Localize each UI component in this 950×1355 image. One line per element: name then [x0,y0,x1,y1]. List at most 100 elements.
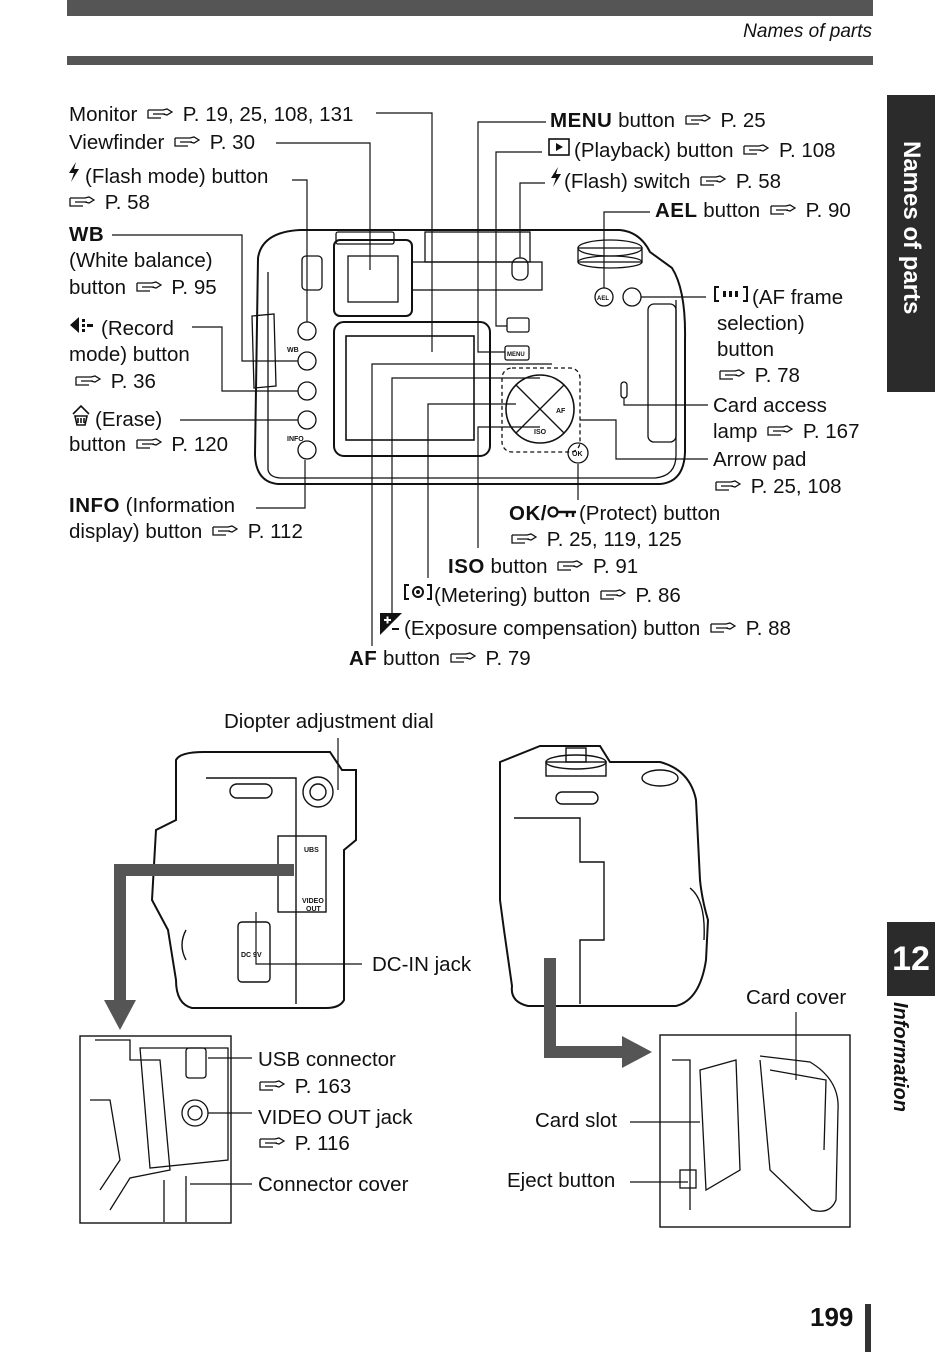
callout-ok-protect: OK/(Protect) button [509,501,720,528]
reference-icon [174,135,201,148]
af-abbr: AF [349,647,378,670]
video-out-pages: P. 116 [294,1132,350,1155]
arrow-pad-label: Arrow pad [713,448,807,471]
reference-icon [600,588,626,601]
af-frame-line2: selection) [717,312,805,335]
callout-menu: MENU button P. 25 [550,108,766,134]
callout-erase: (Erase) [69,404,162,435]
monitor-label: Monitor [69,103,138,126]
callout-usb-pages: P. 163 [255,1074,351,1100]
exposure-pages: P. 88 [745,616,791,640]
page-number: 199 [810,1302,854,1332]
metering-pages: P. 86 [635,584,681,607]
usb-pages: P. 163 [294,1075,352,1098]
callout-metering: (Metering) button P. 86 [404,583,681,610]
callout-record-pages: P. 36 [71,369,156,395]
svg-text:ISO: ISO [534,429,547,436]
header-rule [67,56,873,65]
wb-button-word: button [69,276,126,299]
reference-icon [767,424,794,437]
callout-info: INFO (Information [69,493,235,519]
flash-icon [67,162,81,189]
cam-wb-mark: WB [287,347,299,354]
wb-abbr: WB [69,223,105,246]
reference-icon [75,374,101,387]
viewfinder-label: Viewfinder [69,131,165,154]
callout-viewfinder: Viewfinder P. 30 [69,130,255,156]
ael-pages: P. 90 [805,199,851,222]
reference-icon [69,195,95,208]
monitor-pages: P. 19, 25, 108, 131 [182,103,354,126]
reference-icon [259,1079,285,1092]
ael-label: button [703,199,761,222]
af-label: button [383,647,441,670]
svg-text:UBS: UBS [304,847,319,854]
exposure-comp-icon [380,613,402,642]
ael-abbr: AEL [655,199,698,222]
menu-pages: P. 25 [720,109,766,132]
reference-icon [743,143,770,156]
callout-info-pages: display) button P. 112 [69,519,303,545]
playback-pages: P. 108 [778,139,836,162]
svg-text:MENU: MENU [507,352,525,358]
header-section-title: Names of parts [743,21,872,42]
callout-af: AF button P. 79 [349,646,531,672]
ok-protect-pages: P. 25, 119, 125 [546,528,682,551]
menu-label: button [618,109,676,132]
playback-label: (Playback) button [574,139,734,162]
flash-switch-label: (Flash) switch [564,170,691,193]
chapter-number: 12 [892,940,930,978]
viewfinder-pages: P. 30 [209,131,255,154]
cam-info-mark: INFO [287,436,304,443]
svg-text:AEL: AEL [597,296,609,302]
af-frame-label: (AF frame [752,286,844,309]
reference-icon [259,1136,285,1149]
svg-text:OUT: OUT [306,906,322,913]
callout-playback: (Playback) button P. 108 [548,137,836,165]
callout-flash-switch: (Flash) switch P. 58 [549,167,782,196]
callout-monitor: Monitor P. 19, 25, 108, 131 [69,102,353,128]
record-mode-pages: P. 36 [110,370,156,393]
af-frame-icon [714,284,748,310]
af-frame-pages: P. 78 [754,364,800,387]
info-line2: display) button [69,520,203,543]
reference-icon [700,174,727,187]
card-lamp-line1: Card access [713,394,827,417]
flash-icon [549,167,563,194]
dc-in-label: DC-IN jack [372,953,472,976]
callout-erase-pages: button P. 120 [69,432,228,458]
reference-icon [511,532,537,545]
svg-text:AF: AF [556,408,566,415]
erase-button-word: button [69,433,126,456]
callout-arrow-pad-pages: P. 25, 108 [711,474,842,500]
callout-card-lamp: lamp P. 167 [713,419,859,445]
reference-icon [710,621,736,634]
protect-key-icon [547,500,577,526]
callout-iso: ISO button P. 91 [448,554,638,580]
header-top-bar [67,0,873,16]
metering-label: (Metering) button [434,584,591,607]
iso-abbr: ISO [448,555,485,578]
info-abbr: INFO [69,494,120,517]
wb-pages: P. 95 [171,276,217,299]
card-lamp-line2: lamp [713,420,758,443]
exposure-label: (Exposure compensation) button [404,616,701,640]
metering-icon [404,582,432,608]
callout-video-pages: P. 116 [255,1131,350,1157]
chapter-title-text: Names of parts [898,141,925,315]
flash-switch-pages: P. 58 [735,170,782,193]
callout-record-mode: (Record [69,316,174,343]
card-cover-label: Card cover [746,986,847,1009]
callout-wb-pages: button P. 95 [69,275,217,301]
wb-name: (White balance) [69,249,213,272]
reference-icon [715,479,741,492]
callout-exposure: (Exposure compensation) button P. 88 [380,613,791,644]
chapter-number-tab: 12 [887,922,935,996]
reference-icon [136,280,162,293]
callout-ael: AEL button P. 90 [655,198,851,224]
callout-ok-pages: P. 25, 119, 125 [507,527,682,553]
info-pages: P. 112 [247,520,303,543]
menu-abbr: MENU [550,109,613,132]
svg-text:VIDEO: VIDEO [302,898,324,905]
